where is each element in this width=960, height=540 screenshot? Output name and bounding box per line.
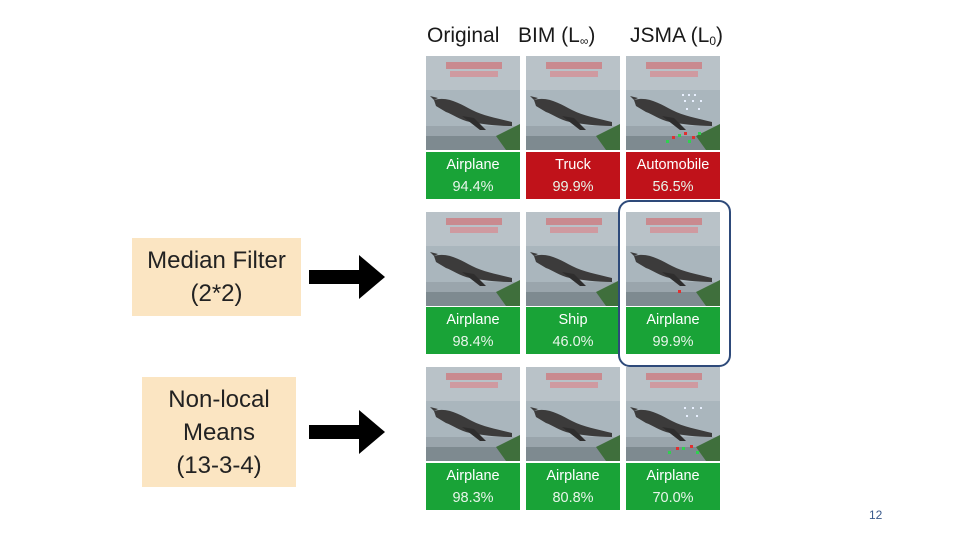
airplane-image — [526, 56, 620, 150]
image-jsma-row2 — [626, 212, 720, 306]
airplane-image — [526, 212, 620, 306]
image-bim-row1 — [526, 56, 620, 150]
airplane-image — [426, 56, 520, 150]
image-original-row2 — [426, 212, 520, 306]
highlight-box — [618, 200, 731, 367]
airplane-image — [426, 367, 520, 461]
page-number: 12 — [869, 508, 883, 522]
column-header-jsma: JSMA (L0) — [630, 24, 724, 48]
arrow-right-icon — [309, 255, 385, 299]
method-non-local-means: Non-local Means (13-3-4) — [142, 377, 296, 487]
image-original-row3 — [426, 367, 520, 461]
airplane-image — [626, 212, 720, 306]
airplane-image-perturbed — [626, 56, 720, 150]
method-median-filter: Median Filter (2*2) — [132, 238, 301, 316]
column-header-original: Original — [427, 24, 500, 47]
image-jsma-row3 — [626, 367, 720, 461]
arrow-right-icon — [309, 410, 385, 454]
airplane-image — [526, 367, 620, 461]
column-header-bim: BIM (L∞) — [518, 24, 596, 48]
image-original-row1 — [426, 56, 520, 150]
image-jsma-row1 — [626, 56, 720, 150]
image-bim-row3 — [526, 367, 620, 461]
airplane-image — [426, 212, 520, 306]
image-bim-row2 — [526, 212, 620, 306]
airplane-image-perturbed — [626, 367, 720, 461]
